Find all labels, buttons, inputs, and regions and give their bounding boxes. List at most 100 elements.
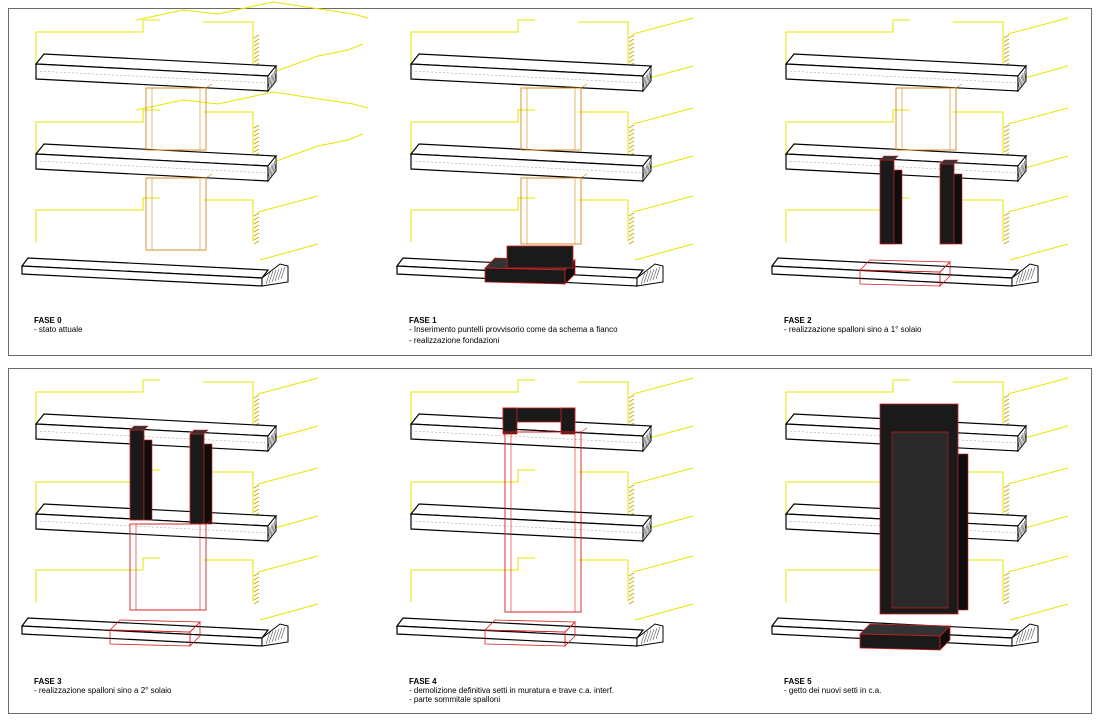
footing-end bbox=[636, 623, 664, 647]
slab-hatch bbox=[649, 158, 652, 173]
wall-hatch bbox=[628, 492, 635, 497]
block-side bbox=[189, 621, 201, 647]
wall-hatch bbox=[253, 410, 260, 415]
foundation-footing bbox=[20, 257, 289, 287]
slab-hatch bbox=[649, 518, 652, 533]
wall-hatch bbox=[253, 236, 260, 241]
block-front bbox=[484, 267, 566, 285]
slab-hatch bbox=[274, 518, 277, 533]
phase-2-caption: FASE 2 - realizzazione spalloni sino a 1… bbox=[784, 316, 922, 334]
wall-hatch bbox=[628, 220, 635, 225]
slab-hidden-line bbox=[785, 160, 1019, 174]
wall-hatch bbox=[1003, 492, 1010, 497]
wall-hatch bbox=[1003, 406, 1010, 411]
wall-hatch bbox=[1003, 584, 1010, 589]
wall-hatch bbox=[628, 128, 635, 133]
pier-top bbox=[939, 159, 959, 165]
slab-hidden-line bbox=[35, 160, 269, 174]
slab-hatch bbox=[644, 434, 647, 449]
pier-front bbox=[939, 163, 955, 245]
wall-hatch bbox=[253, 140, 260, 145]
wall-hatch bbox=[253, 144, 260, 149]
wall-outline bbox=[410, 197, 535, 242]
wall-hatch bbox=[1003, 220, 1010, 225]
wall-hatch bbox=[628, 484, 635, 489]
pier-side bbox=[143, 439, 153, 521]
floor-slab bbox=[409, 503, 653, 543]
existing-masonry-wall bbox=[35, 555, 319, 621]
wall-hatch bbox=[628, 410, 635, 415]
existing-masonry-wall bbox=[410, 377, 694, 443]
slab-hatch bbox=[1017, 436, 1021, 451]
floor-slab bbox=[409, 143, 653, 183]
wall-hatch bbox=[1003, 580, 1010, 585]
wall-outline bbox=[785, 19, 910, 64]
wall-perspective bbox=[1007, 17, 1069, 35]
wall-hatch bbox=[1003, 410, 1010, 415]
wall-hatch bbox=[1003, 496, 1010, 501]
slab-hatch bbox=[272, 160, 276, 175]
slab-hatch bbox=[1022, 430, 1026, 445]
wall-hatch bbox=[1003, 212, 1010, 217]
red-outline-pier bbox=[504, 427, 588, 613]
slab-hatch bbox=[269, 524, 272, 539]
foundation-block bbox=[859, 623, 951, 651]
wall-outline bbox=[203, 559, 254, 602]
concrete-pier bbox=[939, 159, 963, 245]
footing-hatch bbox=[643, 270, 649, 284]
footing-hatch bbox=[268, 270, 274, 284]
wall-perspective bbox=[1009, 603, 1069, 621]
wall-hatch bbox=[253, 418, 260, 423]
slab-hatch bbox=[642, 526, 646, 541]
pier-front bbox=[189, 433, 205, 525]
new-concrete-walls bbox=[879, 403, 969, 615]
wall-outline bbox=[410, 109, 535, 154]
slab-hatch bbox=[642, 436, 646, 451]
slab-hatch bbox=[1020, 162, 1024, 177]
slab-hatch bbox=[1024, 158, 1027, 173]
footing-hatch bbox=[649, 268, 655, 282]
wall-perspective bbox=[1007, 555, 1069, 573]
wall-perspective bbox=[632, 467, 694, 485]
footing-hatch bbox=[1027, 627, 1033, 641]
opening-depth bbox=[205, 173, 213, 179]
wall-hatch bbox=[1003, 414, 1010, 419]
wall-hatch bbox=[253, 592, 260, 597]
wall-hatch bbox=[253, 42, 260, 47]
footing-hatch bbox=[1027, 267, 1033, 281]
wall-hatch bbox=[628, 584, 635, 589]
footing-hatch bbox=[271, 629, 277, 643]
footing-hatch bbox=[1030, 266, 1036, 280]
pier-front bbox=[129, 429, 145, 521]
wall-hatch bbox=[1003, 600, 1010, 605]
slab-hidden-line bbox=[35, 70, 269, 84]
phase-title: FASE 3 bbox=[34, 677, 62, 686]
slab-hatch bbox=[270, 432, 274, 447]
footing-hatch bbox=[271, 269, 277, 283]
phase-5-caption: FASE 5 - getto dei nuovi setti in c.a. bbox=[784, 677, 881, 695]
wall-perspective bbox=[632, 107, 694, 125]
wall-hatch bbox=[1003, 228, 1010, 233]
phase-title: FASE 4 bbox=[409, 677, 437, 686]
slab-hatch bbox=[267, 526, 271, 541]
opening-outline bbox=[520, 87, 582, 151]
opening-inner bbox=[526, 87, 576, 151]
wall-hatch bbox=[1003, 592, 1010, 597]
slab-hatch bbox=[649, 68, 652, 83]
wall-hatch bbox=[1003, 508, 1010, 513]
wall-perspective bbox=[634, 603, 694, 621]
block-side bbox=[939, 261, 951, 287]
footing-hatch bbox=[1030, 626, 1036, 640]
lintel-right-leg bbox=[560, 407, 576, 435]
wall-hatch bbox=[253, 212, 260, 217]
phase-title: FASE 1 bbox=[409, 316, 437, 325]
foundation-block bbox=[109, 619, 201, 647]
floor-slab bbox=[409, 53, 653, 93]
wall-hatch bbox=[628, 232, 635, 237]
slab-hatch bbox=[1019, 524, 1022, 539]
wall-hatch bbox=[253, 500, 260, 505]
slab-hidden-line bbox=[410, 430, 644, 444]
wall-hatch bbox=[253, 54, 260, 59]
opening-inner bbox=[901, 87, 951, 151]
opening-outline bbox=[895, 87, 957, 151]
